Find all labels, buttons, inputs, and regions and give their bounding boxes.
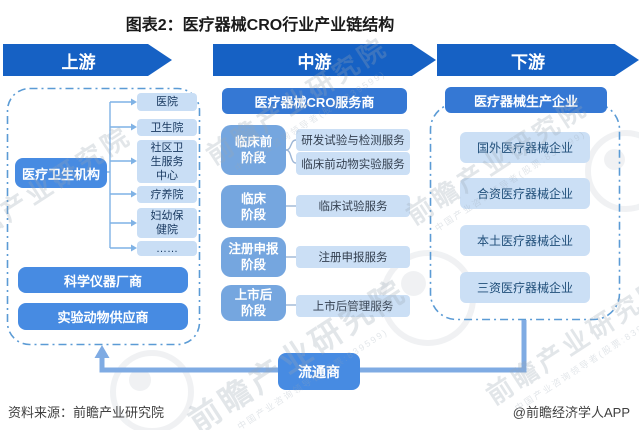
upstream-arrow: 上游: [3, 44, 172, 76]
institution-type-box: ……: [137, 241, 197, 256]
page-title: 图表2：医疗器械CRO行业产业链结构: [125, 17, 395, 34]
institution-tree-lines: [107, 101, 132, 249]
institution-type-box: 疗养院: [137, 186, 197, 203]
midstream-header-label: 医疗器械CRO服务商: [254, 94, 375, 110]
company-box: 本土医疗器械企业: [460, 225, 590, 256]
service-label: 临床试验服务: [318, 201, 388, 213]
distributor-box: 流通商: [278, 353, 360, 390]
midstream-arrow-label: 中游: [297, 52, 332, 72]
service-label: 研发试验与检测服务: [301, 135, 405, 147]
company-label: 三资医疗器械企业: [476, 281, 573, 295]
supplier-box: 科学仪器厂商: [18, 267, 188, 293]
credit-note: @前瞻经济学人APP: [512, 405, 630, 420]
stage-box-registration: 注册申报 阶段: [221, 237, 286, 277]
service-box: 研发试验与检测服务: [296, 129, 410, 151]
service-box: 临床试验服务: [296, 195, 410, 217]
downstream-header-box: 医疗器械生产企业: [445, 87, 607, 113]
upstream-arrow-label: 上游: [61, 52, 96, 72]
company-label: 合资医疗器械企业: [476, 187, 573, 201]
stage-box-postmarket: 上市后 阶段: [221, 285, 286, 321]
stage-label: 临床 阶段: [240, 191, 266, 222]
stage-label: 注册申报 阶段: [228, 242, 279, 272]
institution-type-box: 医院: [137, 93, 197, 111]
service-label: 上市后管理服务: [312, 301, 394, 313]
service-box: 临床前动物实验服务: [296, 152, 410, 175]
institution-type-box: 卫生院: [137, 119, 197, 136]
service-label: 临床前动物实验服务: [301, 158, 405, 171]
institution-type-label: ……: [156, 242, 178, 255]
service-label: 注册申报服务: [318, 252, 388, 264]
institution-type-box: 社区卫 生服务 中心: [137, 140, 197, 183]
institution-type-box: 妇幼保 健院: [137, 208, 197, 238]
institution-type-label: 医院: [156, 96, 178, 108]
stage-box-clinical: 临床 阶段: [221, 185, 286, 228]
distribution-loop-arrowhead-icon: [94, 345, 110, 358]
upstream-group-border: [6, 87, 201, 346]
stage-service-connectors: [285, 139, 297, 306]
service-box: 上市后管理服务: [296, 295, 410, 317]
company-label: 本土医疗器械企业: [476, 234, 573, 248]
institution-type-label: 疗养院: [150, 188, 184, 201]
downstream-group-border: [429, 102, 621, 321]
supplier-label: 科学仪器厂商: [63, 273, 142, 289]
service-box: 注册申报服务: [296, 246, 410, 268]
stage-label: 临床前 阶段: [234, 135, 273, 165]
institution-tree-arrowheads: [131, 98, 137, 252]
company-label: 国外医疗器械企业: [476, 141, 573, 155]
downstream-arrow: 下游: [437, 44, 639, 76]
stage-box-preclinical: 临床前 阶段: [221, 125, 286, 175]
downstream-arrow-label: 下游: [511, 52, 545, 72]
supplier-label: 实验动物供应商: [57, 310, 149, 325]
company-box: 合资医疗器械企业: [460, 178, 590, 209]
institution-type-label: 妇幼保 健院: [150, 210, 184, 236]
source-note: 资料来源：前瞻产业研究院: [8, 405, 165, 420]
distributor-label: 流通商: [298, 363, 340, 380]
institution-label: 医疗卫生机构: [21, 166, 100, 182]
institution-type-label: 卫生院: [150, 121, 184, 134]
company-box: 国外医疗器械企业: [460, 132, 590, 163]
institution-box: 医疗卫生机构: [15, 158, 107, 188]
midstream-header-box: 医疗器械CRO服务商: [222, 88, 407, 114]
stage-label: 上市后 阶段: [234, 288, 273, 318]
supplier-box: 实验动物供应商: [18, 303, 188, 330]
downstream-header-label: 医疗器械生产企业: [473, 93, 578, 109]
institution-type-label: 社区卫 生服务 中心: [150, 141, 184, 182]
midstream-arrow: 中游: [213, 44, 436, 76]
company-box: 三资医疗器械企业: [460, 272, 590, 303]
